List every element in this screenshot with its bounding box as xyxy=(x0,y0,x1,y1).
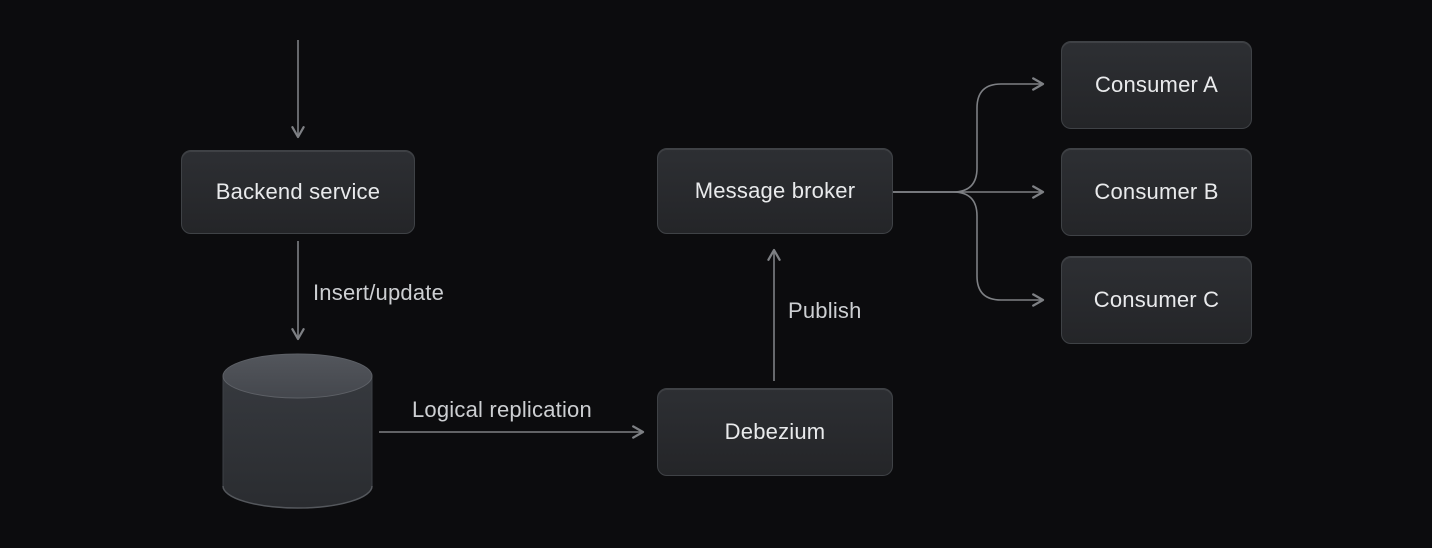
node-debezium-label: Debezium xyxy=(724,419,826,444)
node-consumer-b: Consumer B xyxy=(1061,148,1252,236)
edge-label-insert-update: Insert/update xyxy=(313,280,445,305)
database-cylinder-icon xyxy=(222,353,373,509)
edge-broker-to-consumer-a xyxy=(893,77,1045,193)
node-consumer-a: Consumer A xyxy=(1061,41,1252,129)
node-backend-service: Backend service xyxy=(181,150,415,234)
node-message-broker: Message broker xyxy=(657,148,893,234)
node-message-broker-label: Message broker xyxy=(694,178,856,203)
edge-label-publish: Publish xyxy=(788,298,862,323)
edge-broker-to-consumer-c xyxy=(893,191,1045,307)
node-consumer-a-label: Consumer A xyxy=(1094,72,1219,97)
node-consumer-c: Consumer C xyxy=(1061,256,1252,344)
node-consumer-c-label: Consumer C xyxy=(1093,287,1220,312)
node-consumer-b-label: Consumer B xyxy=(1094,179,1219,204)
edge-label-logical-replication: Logical replication xyxy=(412,397,592,422)
node-debezium: Debezium xyxy=(657,388,893,476)
node-backend-service-label: Backend service xyxy=(215,179,381,204)
